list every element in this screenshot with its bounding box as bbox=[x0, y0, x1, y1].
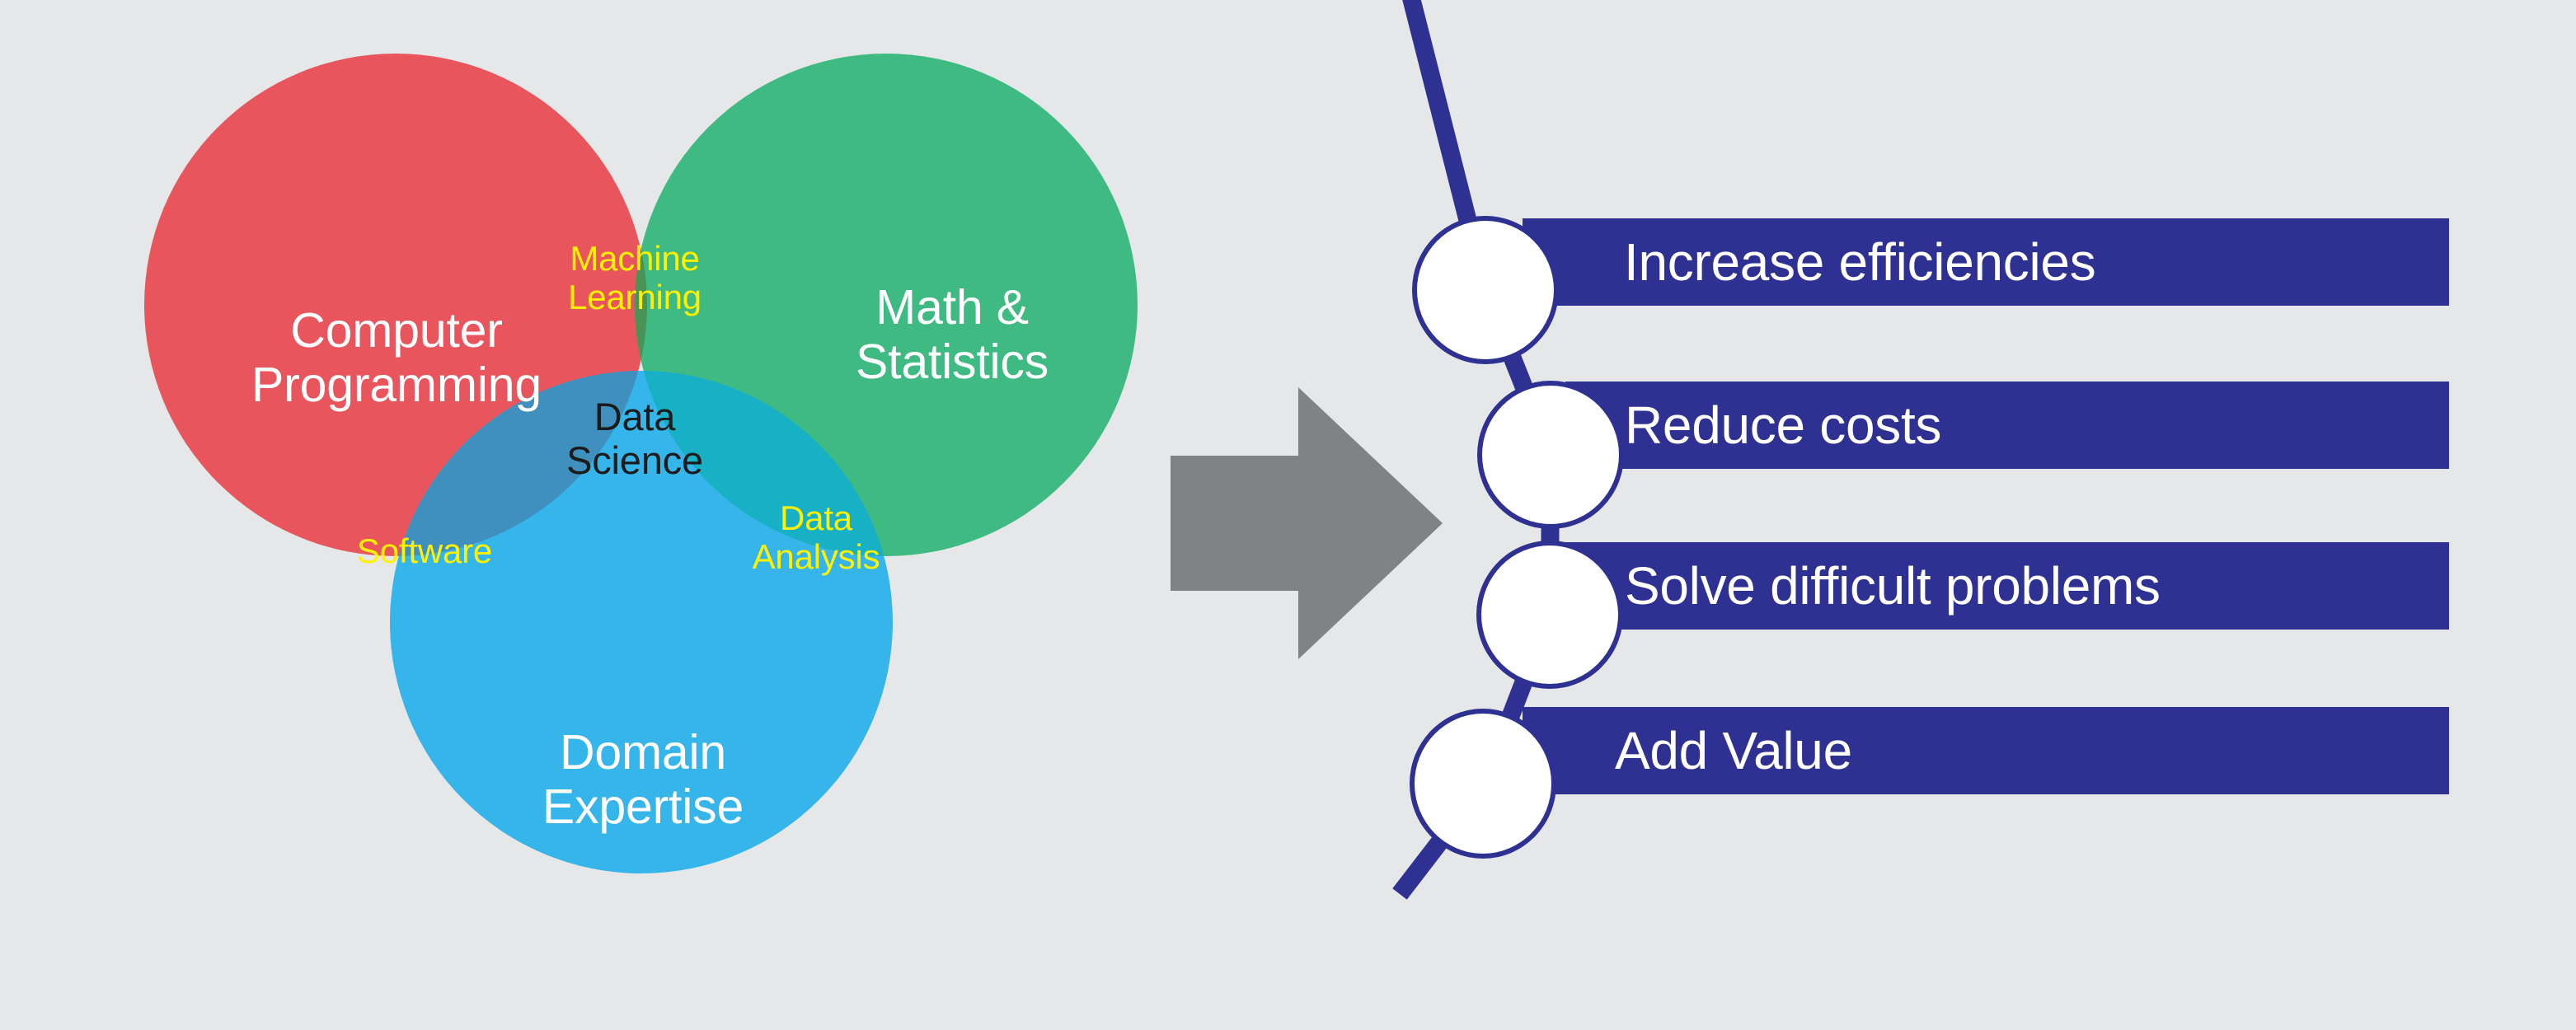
outcome-node-circle[interactable] bbox=[1476, 541, 1623, 689]
outcome-bar[interactable]: Add Value bbox=[1523, 707, 2449, 794]
right-arrow-icon bbox=[1171, 387, 1443, 659]
outcome-label: Reduce costs bbox=[1625, 396, 1942, 455]
venn-overlap-software bbox=[390, 371, 647, 556]
outcome-node-circle[interactable] bbox=[1412, 216, 1559, 364]
venn-overlap-data-analysis bbox=[635, 371, 893, 556]
outcomes-list: Increase efficiencies Reduce costs Solve… bbox=[1360, 0, 2576, 1030]
outcome-label: Add Value bbox=[1615, 721, 1852, 780]
outcome-label: Solve difficult problems bbox=[1625, 556, 2161, 616]
venn-shapes bbox=[144, 54, 1138, 873]
right-arrow-shape bbox=[1171, 387, 1443, 659]
outcome-label: Increase efficiencies bbox=[1624, 232, 2096, 292]
outcome-bar[interactable]: Solve difficult problems bbox=[1565, 542, 2449, 630]
outcome-node-circle[interactable] bbox=[1477, 381, 1624, 529]
outcome-bar[interactable]: Reduce costs bbox=[1565, 382, 2449, 469]
outcome-bar[interactable]: Increase efficiencies bbox=[1523, 218, 2449, 306]
venn-diagram: Computer Programming Math & Statistics D… bbox=[0, 0, 1286, 1030]
outcome-node-circle[interactable] bbox=[1410, 709, 1556, 859]
